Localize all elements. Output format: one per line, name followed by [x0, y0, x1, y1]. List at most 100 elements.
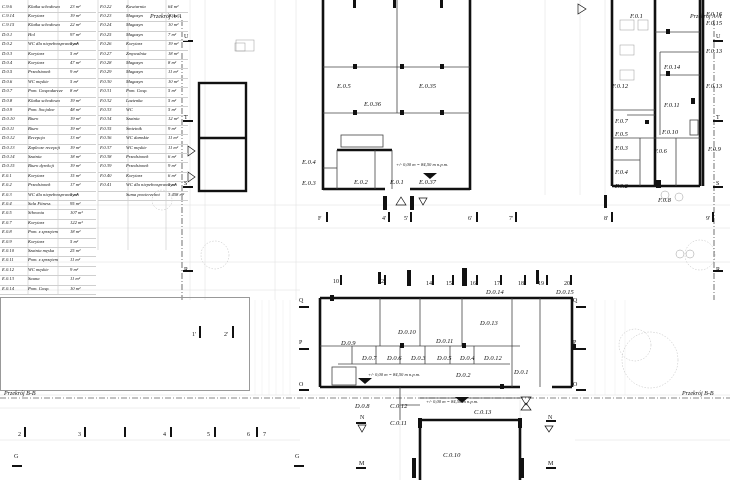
room-area: 5 m²: [168, 88, 177, 94]
room-name: Korytarz: [126, 41, 143, 47]
room-area: 23 m²: [70, 3, 81, 9]
room-area: 97 m²: [70, 31, 81, 37]
room-label: C.0.13: [474, 409, 492, 416]
grid-axis-label: 7': [509, 216, 514, 222]
room-code: E.0.14: [2, 285, 14, 291]
room-label: D.0.8: [355, 403, 370, 410]
grid-axis-label: G: [14, 454, 19, 460]
grid-axis-label: 3: [78, 432, 81, 438]
room-code: F.0.27: [100, 50, 112, 56]
room-label: F.0.5: [615, 131, 628, 138]
grid-axis-label: 1': [192, 332, 197, 338]
room-name: Pom. z sprzętem: [28, 229, 58, 235]
grid-axis-label: 16: [470, 281, 476, 287]
grid-axis-label: 6': [468, 216, 473, 222]
room-name: Korytarz: [28, 238, 45, 244]
room-code: F.0.25: [100, 31, 112, 37]
room-name: Pom. z sprzętem: [28, 257, 58, 263]
room-area: 5 m²: [70, 238, 79, 244]
room-code: D.0.7: [2, 88, 13, 94]
grid-axis-label: O: [299, 382, 304, 388]
room-name: Biuro: [28, 116, 39, 122]
grid-axis-label: 10: [333, 279, 339, 285]
room-name: Przedsionek: [126, 153, 149, 159]
room-code: E.0.2: [2, 182, 12, 188]
room-area: 12 m²: [168, 116, 179, 122]
room-code: E.0.11: [2, 257, 14, 263]
room-code: F.0.28: [100, 59, 112, 65]
room-name: Pom. Gosp.: [28, 285, 50, 291]
room-name: Przedsionek: [28, 69, 51, 75]
room-code: F.0.40: [100, 172, 112, 178]
room-label: E.0.3: [302, 180, 316, 187]
room-label: E.0.5: [337, 83, 351, 90]
room-name: Magazyn: [126, 22, 143, 28]
room-code: F.0.39: [100, 163, 112, 169]
room-label: F.0.2: [615, 183, 628, 190]
room-label: F.0.6: [654, 148, 667, 155]
room-code: F.0.35: [100, 125, 112, 131]
grid-axis-label: U: [716, 34, 721, 40]
room-label: D.0.4: [460, 355, 475, 362]
room-label: F.0.1: [630, 13, 643, 20]
grid-axis-label: 2': [224, 332, 229, 338]
room-area: 19 m²: [70, 116, 81, 122]
grid-axis-label: 20: [564, 281, 570, 287]
grid-axis-label: N: [548, 415, 553, 421]
room-name: Korytarz: [126, 172, 143, 178]
room-code: E.0.12: [2, 266, 14, 272]
room-code: E.0.4: [2, 200, 12, 206]
room-label: D.0.3: [411, 355, 426, 362]
grid-axis-label: T: [716, 115, 720, 121]
room-area: 18 m²: [70, 229, 81, 235]
room-area: 5 m²: [70, 78, 79, 84]
room-label: D.0.12: [484, 355, 502, 362]
room-area: 10 m²: [168, 12, 179, 18]
room-name: WC dla niepełnosprawnych: [126, 182, 177, 188]
room-label: D.0.10: [398, 329, 416, 336]
room-code: C.9.15: [2, 22, 15, 28]
room-code: F.0.38: [100, 153, 112, 159]
room-code: F.0.34: [100, 116, 112, 122]
room-code: E.0.10: [2, 247, 14, 253]
room-area: 9 m²: [70, 69, 79, 75]
room-label: D.0.1: [514, 369, 529, 376]
room-label: C.0.10: [443, 452, 461, 459]
room-area: 6 m²: [168, 153, 177, 159]
room-label: C.0.12: [390, 403, 408, 410]
room-code: F.0.33: [100, 106, 112, 112]
room-code: D.0.10: [2, 116, 15, 122]
room-label: D.0.7: [362, 355, 377, 362]
grid-axis-label: 4': [382, 216, 387, 222]
room-area: 19 m²: [70, 97, 81, 103]
room-area: 10 m²: [168, 22, 179, 28]
room-area: 11 m²: [168, 135, 179, 141]
room-name: Magazyn: [126, 78, 143, 84]
room-code: F.0.32: [100, 97, 112, 103]
room-code: F.0.26: [100, 41, 112, 47]
room-label: E.0.36: [364, 101, 381, 108]
grid-axis-label: G: [295, 454, 300, 460]
room-name: Zmywalnia: [126, 50, 147, 56]
room-label: D.0.5: [437, 355, 452, 362]
